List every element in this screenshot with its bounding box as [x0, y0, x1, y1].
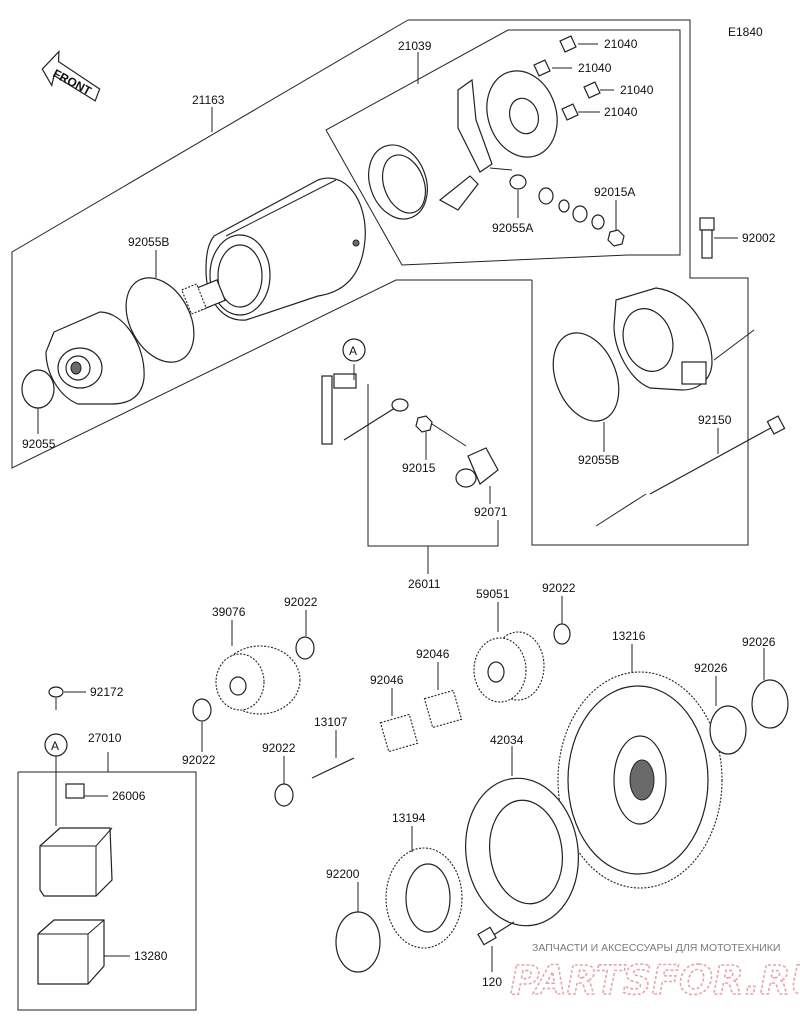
- gear-39076: [215, 645, 301, 715]
- label-26011: 26011: [408, 577, 441, 591]
- watermark: ЗАПЧАСТИ И АКСЕССУАРЫ ДЛЯ МОТОТЕХНИКИ PA…: [509, 942, 800, 1005]
- label-39076: 39076: [212, 605, 246, 619]
- label-26006: 26006: [112, 789, 146, 803]
- label-92071: 92071: [474, 505, 508, 519]
- label-13194: 13194: [392, 811, 426, 825]
- label-92015a: 92015A: [594, 185, 635, 199]
- label-92200: 92200: [326, 867, 360, 881]
- o-ring-92055b-left: [125, 277, 195, 363]
- label-92055a: 92055A: [492, 221, 533, 235]
- label-21040-3: 21040: [620, 83, 654, 97]
- brush-clip-1: [559, 35, 577, 53]
- starter-front-cover: [45, 311, 145, 405]
- label-59051: 59051: [476, 587, 510, 601]
- washer-92026-b: [751, 679, 789, 729]
- label-21039: 21039: [398, 39, 432, 53]
- bearing-92046-a: [379, 713, 419, 753]
- gear-59051: [473, 631, 545, 703]
- label-21163: 21163: [192, 93, 225, 107]
- washer-3: [572, 205, 588, 223]
- brush-holder-ring: [368, 144, 428, 220]
- bearing-92046-b: [423, 689, 463, 729]
- washer-92200: [335, 911, 381, 973]
- label-92026-b: 92026: [742, 635, 776, 649]
- washer-92022-d: [553, 623, 571, 645]
- leader-lines: [37, 43, 765, 972]
- group-frame-21039: [325, 29, 681, 266]
- cap-92071: [455, 447, 499, 488]
- label-92046-a: 92046: [370, 673, 404, 687]
- watermark-tagline: ЗАПЧАСТИ И АКСЕССУАРЫ ДЛЯ МОТОТЕХНИКИ: [532, 942, 780, 954]
- bolt-92172: [48, 686, 64, 698]
- callout-a-left: A: [44, 733, 68, 757]
- label-92022-a: 92022: [284, 595, 318, 609]
- front-arrow-icon: FRONT: [41, 50, 101, 102]
- label-27010: 27010: [88, 731, 122, 745]
- group-frame-21163: [11, 19, 749, 546]
- plate-42034: [464, 777, 580, 927]
- brush-clip-4: [561, 103, 579, 121]
- callout-a-top: A: [342, 338, 366, 362]
- label-92055: 92055: [22, 437, 56, 451]
- bolt-leader: [595, 493, 647, 527]
- label-21040-1: 21040: [604, 37, 638, 51]
- group-frame-27010: [17, 752, 197, 1011]
- part-labels: 21163 21039 21040 21040 21040 21040 9205…: [22, 37, 776, 989]
- washer-92022-a: [295, 636, 315, 660]
- bolt-92002: [699, 217, 715, 259]
- bolt-120: [477, 921, 515, 946]
- nut-92015: [415, 415, 433, 433]
- label-92002: 92002: [742, 231, 776, 245]
- label-21040-4: 21040: [604, 105, 638, 119]
- relay-cover-13280: [37, 919, 105, 985]
- label-92015: 92015: [402, 461, 436, 475]
- diagram-code: E1840: [728, 25, 763, 39]
- washer-4: [591, 214, 605, 230]
- starter-rear-cover: [613, 287, 713, 391]
- label-92022-d: 92022: [542, 581, 576, 595]
- through-bolt-92150: [649, 415, 786, 495]
- washer-1: [538, 187, 554, 205]
- washer-92022-c: [274, 783, 294, 807]
- label-120: 120: [482, 975, 502, 989]
- label-92046-b: 92046: [416, 647, 450, 661]
- label-92022-b: 92022: [182, 753, 216, 767]
- label-92150: 92150: [698, 413, 732, 427]
- brush-clip-2: [533, 59, 551, 77]
- starter-motor-body: [180, 177, 366, 321]
- o-ring-92055: [21, 369, 55, 409]
- svg-text:A: A: [349, 344, 357, 358]
- washer-2: [558, 199, 570, 213]
- shaft-13107: [311, 757, 355, 779]
- label-13107: 13107: [314, 715, 348, 729]
- label-13216: 13216: [612, 629, 646, 643]
- o-ring-92055b-right: [552, 332, 620, 422]
- o-ring-92055a: [509, 174, 527, 190]
- label-92055b-left: 92055B: [128, 235, 169, 249]
- starter-clutch-gear-13216: [557, 671, 723, 889]
- brush-clip-3: [583, 81, 601, 99]
- starter-cable-assembly: [321, 373, 409, 445]
- label-92022-c: 92022: [262, 741, 296, 755]
- group-frame-26011: [367, 384, 499, 574]
- fuse-26006: [65, 783, 85, 799]
- washer-92022-b: [192, 698, 212, 722]
- one-way-clutch-13194: [385, 847, 463, 949]
- label-21040-2: 21040: [578, 61, 612, 75]
- washer-92026-a: [709, 705, 747, 755]
- label-92026-a: 92026: [694, 661, 728, 675]
- svg-text:A: A: [51, 739, 59, 753]
- starter-relay-27010: [39, 827, 113, 897]
- watermark-brand: PARTSFOR.RU: [510, 958, 800, 1004]
- label-13280: 13280: [134, 949, 168, 963]
- label-92055b-right: 92055B: [578, 453, 619, 467]
- nut-92015a: [607, 229, 625, 247]
- brush-plate: [438, 70, 558, 211]
- label-92172: 92172: [90, 685, 124, 699]
- label-42034: 42034: [490, 733, 524, 747]
